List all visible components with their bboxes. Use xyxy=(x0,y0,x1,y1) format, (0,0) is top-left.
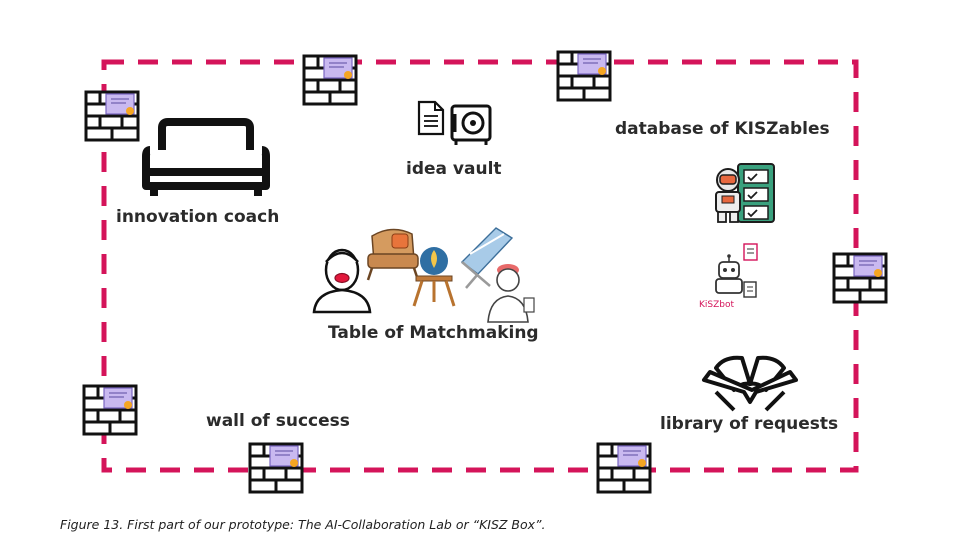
brick-wall-certificate-icon xyxy=(82,384,138,436)
candle-table-icon xyxy=(412,247,456,307)
brick-wall-certificate-icon xyxy=(556,50,612,102)
label-innovation-coach: innovation coach xyxy=(116,207,280,227)
armchair-icon xyxy=(366,228,420,281)
astronaut-checklist-icon xyxy=(715,163,775,223)
label-idea-vault: idea vault xyxy=(406,159,502,179)
person-icon xyxy=(487,264,535,323)
label-library: library of requests xyxy=(660,414,839,434)
brick-wall-certificate-icon xyxy=(84,90,140,142)
person-icon xyxy=(312,248,372,314)
deck-chair-icon xyxy=(460,227,514,289)
safe-icon xyxy=(450,104,492,145)
brick-wall-certificate-icon xyxy=(302,54,358,106)
label-database: database of KISZables xyxy=(615,119,830,139)
brick-wall-certificate-icon xyxy=(596,442,652,494)
open-book-icon xyxy=(702,355,798,412)
brick-wall-certificate-icon xyxy=(248,442,304,494)
sofa-icon xyxy=(142,118,270,196)
robot-icon xyxy=(715,254,743,294)
figure-caption: Figure 13. First part of our prototype: … xyxy=(60,517,546,532)
document-icon xyxy=(417,100,445,136)
label-matchmaking: Table of Matchmaking xyxy=(328,323,539,343)
label-kiszbot: KiSZbot xyxy=(699,300,735,310)
label-wall-of-success: wall of success xyxy=(206,411,350,431)
document-icon xyxy=(743,243,758,298)
brick-wall-certificate-icon xyxy=(832,252,888,304)
